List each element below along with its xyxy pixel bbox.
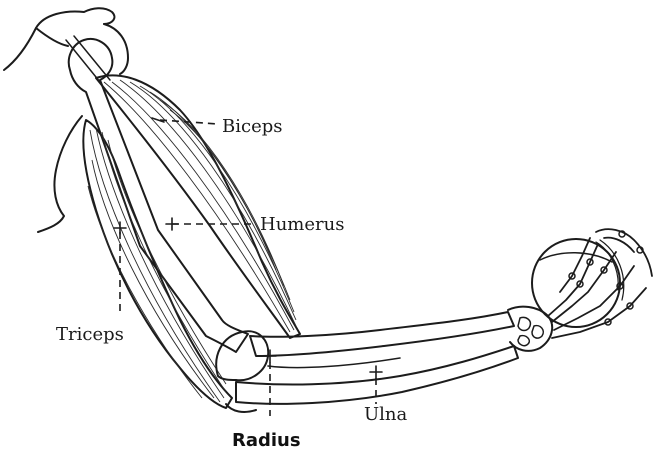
radius-bone [250, 312, 514, 356]
triceps-label: Triceps [56, 324, 124, 345]
radius-label: Radius [232, 430, 301, 451]
humerus-label: Humerus [260, 214, 344, 235]
biceps-label: Biceps [222, 116, 282, 137]
triceps-leader-cross [114, 222, 126, 234]
hand-bones [508, 238, 646, 351]
ulna-label: Ulna [364, 404, 408, 425]
radius-leader-cross [264, 350, 276, 362]
humerus-leader-cross [166, 218, 178, 230]
ulna-leader-cross [370, 366, 382, 378]
humerus-bone [66, 36, 248, 352]
torso-outline [4, 8, 128, 232]
